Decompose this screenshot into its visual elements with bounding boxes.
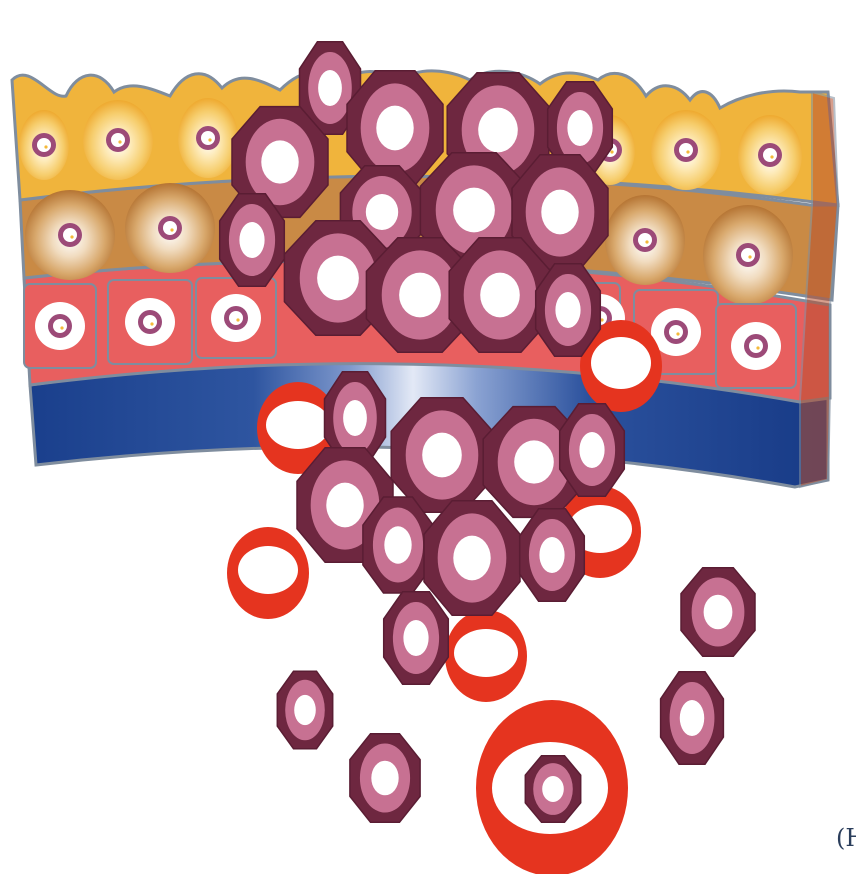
epithelial-cell bbox=[83, 100, 153, 180]
nucleus bbox=[664, 320, 688, 344]
tumor-cell bbox=[419, 151, 529, 269]
red-blood-cell bbox=[227, 527, 309, 619]
tumor-cell bbox=[680, 566, 756, 658]
epithelial-cell bbox=[107, 279, 193, 365]
tumor-cells bbox=[218, 41, 756, 824]
tumor-cell bbox=[390, 396, 494, 514]
red-blood-cells bbox=[227, 320, 662, 874]
nucleus bbox=[48, 314, 72, 338]
nucleus bbox=[224, 306, 248, 330]
tumor-cell bbox=[349, 732, 421, 824]
tumor-cell bbox=[365, 236, 475, 354]
nucleus bbox=[158, 216, 182, 240]
red-blood-cell bbox=[580, 320, 662, 412]
tumor-cell bbox=[518, 508, 586, 602]
epithelial-cell bbox=[738, 115, 802, 195]
tumor-cell bbox=[218, 193, 286, 287]
nucleus bbox=[674, 138, 698, 162]
epithelial-cell bbox=[178, 98, 238, 178]
corner-label: (H bbox=[836, 824, 856, 852]
nucleus bbox=[196, 126, 220, 150]
red-blood-cell bbox=[257, 382, 339, 474]
nucleus bbox=[138, 310, 162, 334]
tumor-cell bbox=[382, 591, 450, 685]
epithelial-cell bbox=[19, 110, 69, 180]
tumor-cell bbox=[362, 496, 434, 594]
epithelial-cell bbox=[125, 183, 215, 273]
red-blood-cell bbox=[445, 610, 527, 702]
nucleus bbox=[758, 143, 782, 167]
nucleus bbox=[58, 223, 82, 247]
epithelial-cell bbox=[25, 190, 115, 280]
tumor-cell bbox=[448, 236, 552, 354]
nucleus bbox=[106, 128, 130, 152]
tumor-cell bbox=[511, 153, 609, 271]
tumor-cell bbox=[298, 41, 362, 135]
epithelial-cell bbox=[703, 205, 793, 305]
tumor-cell bbox=[283, 219, 393, 337]
nucleus bbox=[32, 133, 56, 157]
epithelial-cell bbox=[195, 277, 277, 359]
side-face bbox=[799, 90, 840, 489]
epithelial-cell bbox=[651, 110, 721, 190]
tumor-cell bbox=[276, 670, 334, 750]
tumor-cell bbox=[231, 105, 329, 219]
tumor-cell bbox=[659, 671, 725, 765]
nucleus bbox=[736, 243, 760, 267]
epithelial-cell bbox=[715, 303, 797, 389]
epithelial-cell bbox=[23, 283, 97, 369]
nucleus bbox=[744, 334, 768, 358]
epithelial-cells bbox=[19, 98, 802, 389]
epithelial-cell bbox=[605, 195, 685, 285]
nucleus bbox=[633, 228, 657, 252]
tumor-cell bbox=[546, 81, 614, 175]
tumor-cell bbox=[323, 371, 387, 465]
tumor-cell bbox=[534, 263, 602, 357]
tumor-cell bbox=[423, 499, 521, 617]
tumor-cell bbox=[558, 403, 626, 497]
tumor-cell bbox=[524, 754, 582, 824]
